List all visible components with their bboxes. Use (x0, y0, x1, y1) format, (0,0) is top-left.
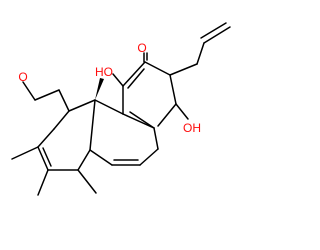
bond (122, 61, 146, 87)
bond (127, 68, 145, 89)
bond (153, 127, 159, 150)
bond (77, 169, 97, 194)
bond (196, 42, 205, 65)
bond (34, 89, 60, 101)
ring-c-bonds (122, 61, 177, 129)
ring-ketone-oxygen-label: O (18, 70, 27, 84)
bond (77, 149, 91, 171)
bond (169, 63, 198, 76)
bond (37, 169, 49, 196)
bond (144, 61, 171, 76)
bond (37, 146, 49, 171)
bond (169, 74, 177, 105)
bond (37, 128, 55, 148)
ring-a-bonds (37, 89, 96, 171)
bond (112, 73, 124, 87)
bond (22, 81, 36, 101)
bond (89, 149, 113, 166)
bond (122, 113, 155, 129)
bond (175, 103, 189, 120)
hydroxyl-label-right: OH (183, 121, 201, 135)
ketone-oxygen-label: O (137, 41, 146, 55)
substituent-bonds (11, 22, 231, 196)
structure-diagram: O HO OH O (11, 22, 231, 196)
ring-b-bonds (89, 99, 159, 166)
bond (203, 26, 231, 44)
bond (11, 146, 39, 160)
bond (94, 99, 124, 115)
bond (139, 148, 159, 166)
bond (58, 89, 70, 112)
bond (53, 110, 70, 130)
bond (200, 22, 227, 39)
bond (157, 103, 177, 127)
bond (42, 147, 52, 167)
stereo-wedge-bond (95, 78, 104, 100)
bond (129, 111, 155, 129)
bond (68, 99, 96, 112)
bond (89, 99, 96, 151)
hydroxyl-label-left: HO (95, 65, 113, 79)
